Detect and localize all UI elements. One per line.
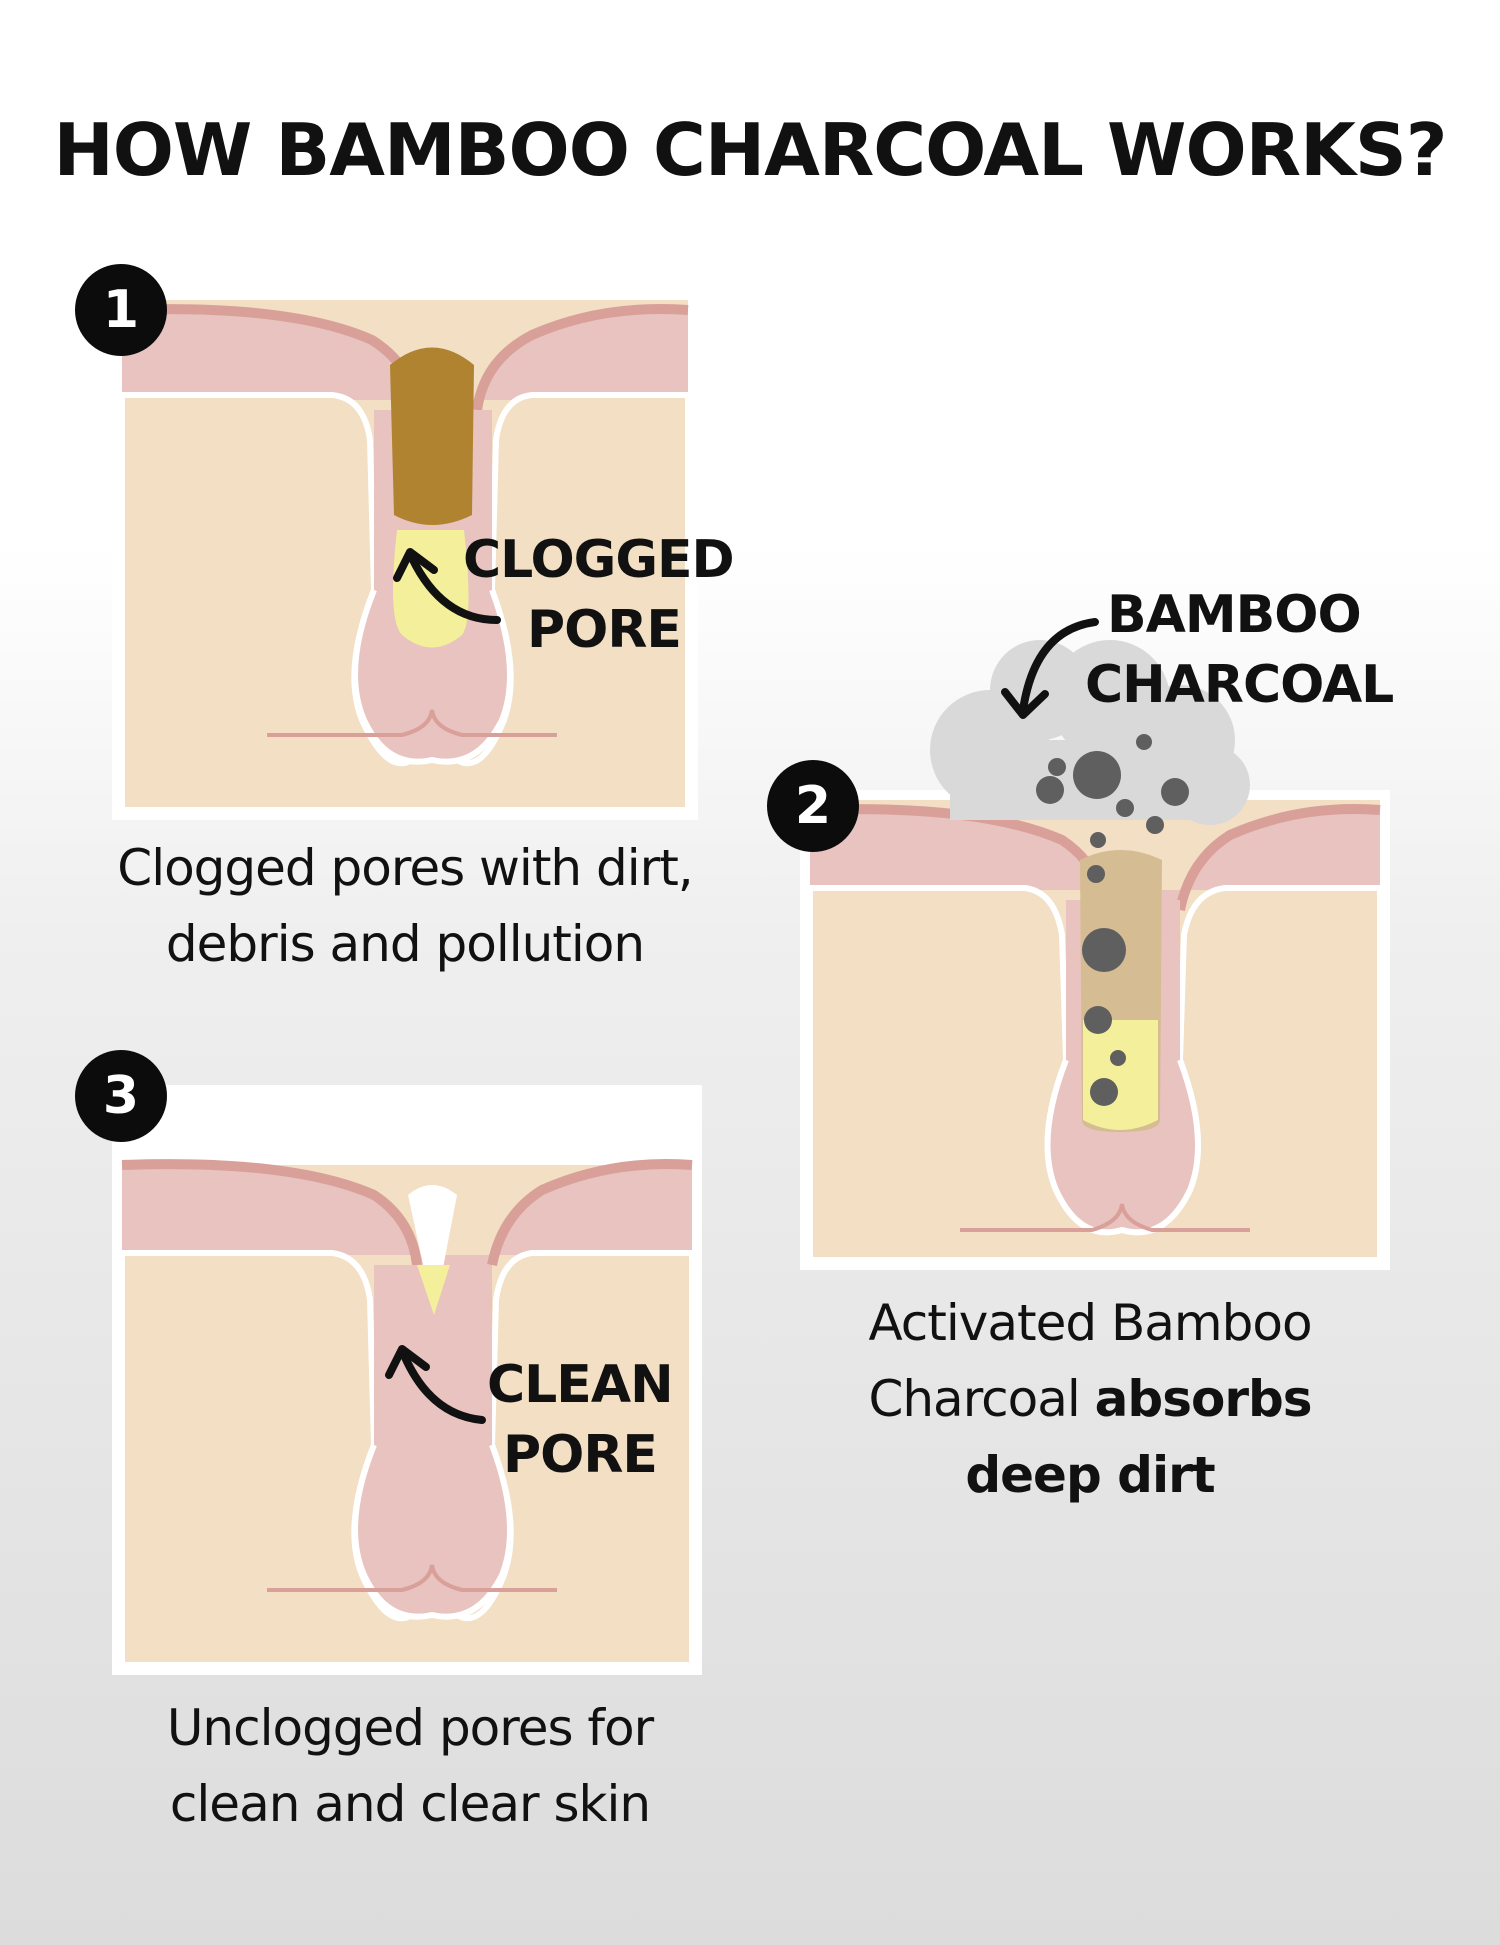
step-2-caption-line2-regular: Charcoal xyxy=(868,1370,1095,1428)
charcoal-pointer-arrow-icon xyxy=(1001,618,1099,719)
step-2-label-line2: CHARCOAL xyxy=(1085,655,1394,715)
step-3-panel xyxy=(112,1085,702,1675)
step-2-caption-line2: Charcoal absorbs xyxy=(780,1361,1400,1437)
step-3-label-line1: CLEAN xyxy=(487,1355,674,1415)
step-1-caption: Clogged pores with dirt, debris and poll… xyxy=(85,830,725,982)
step-2-badge: 2 xyxy=(767,760,859,852)
step-3-caption-line2: clean and clear skin xyxy=(169,1775,651,1833)
charcoal-cloud-icon xyxy=(930,640,1250,848)
step-2-caption-line2-bold: absorbs xyxy=(1094,1370,1313,1428)
step-3-label-line2: PORE xyxy=(503,1425,658,1485)
charcoal-absorbing-illustration xyxy=(800,790,1390,1270)
pointer-arrow-icon xyxy=(408,554,501,624)
step-1-caption-line2: debris and pollution xyxy=(165,915,645,973)
page-title: HOW BAMBOO CHARCOAL WORKS? xyxy=(53,108,1447,192)
step-1-label-line1: CLOGGED xyxy=(463,530,735,590)
step-2-caption-line3: deep dirt xyxy=(780,1437,1400,1513)
step-2-panel xyxy=(800,790,1390,1270)
step-1-caption-line1: Clogged pores with dirt, xyxy=(117,839,693,897)
step-2-caption-line1: Activated Bamboo xyxy=(868,1294,1312,1352)
step-1-badge: 1 xyxy=(75,264,167,356)
step-2-caption: Activated Bamboo Charcoal absorbs deep d… xyxy=(780,1285,1400,1513)
clean-pore-illustration xyxy=(112,1085,702,1675)
step-1-panel xyxy=(112,290,698,820)
step-3-badge: 3 xyxy=(75,1050,167,1142)
step-1-label-line2: PORE xyxy=(527,600,682,660)
step-3-caption-line1: Unclogged pores for xyxy=(166,1699,654,1757)
clean-pointer-arrow-icon xyxy=(400,1351,486,1424)
step-2-label-line1: BAMBOO xyxy=(1107,585,1362,645)
step-3-caption: Unclogged pores for clean and clear skin xyxy=(90,1690,730,1842)
clogged-pore-illustration xyxy=(112,290,698,820)
step-2-caption-line3-bold: deep dirt xyxy=(965,1446,1215,1504)
